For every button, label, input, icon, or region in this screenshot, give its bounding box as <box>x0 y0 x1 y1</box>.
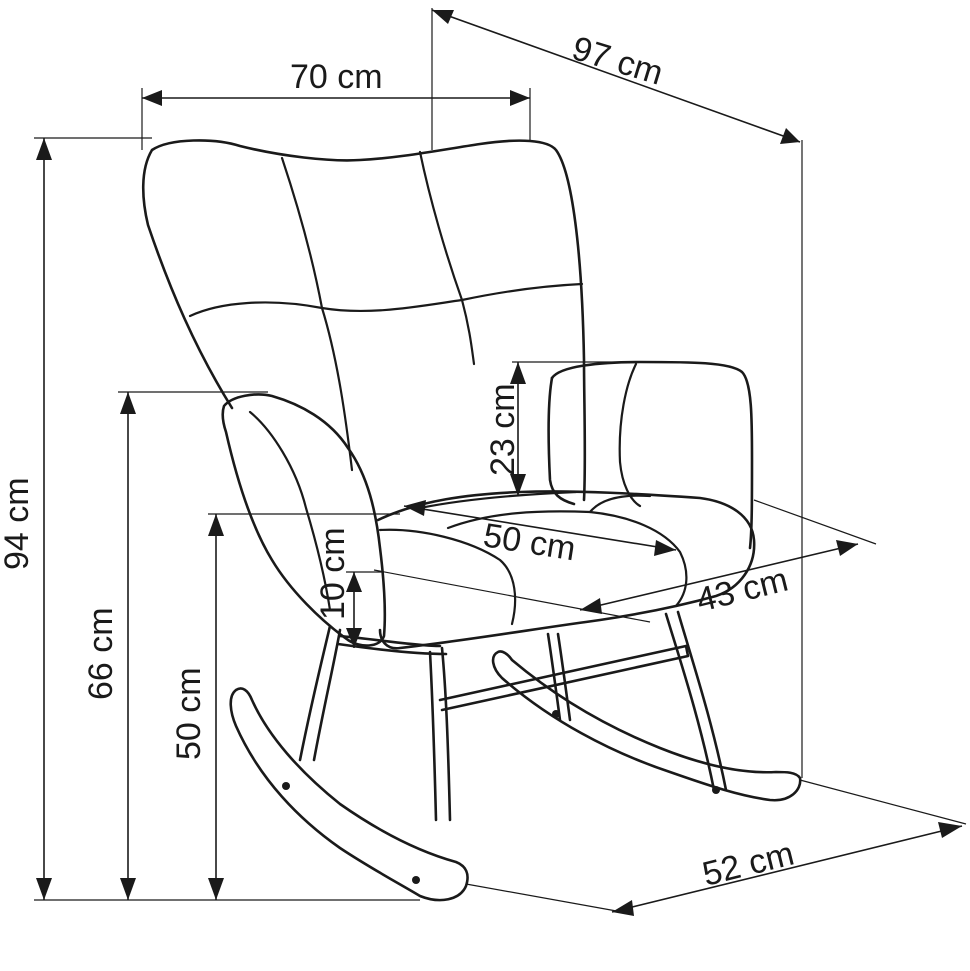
dim-width-arrow-left <box>142 90 162 106</box>
dim-seat-height-arrow-top <box>208 514 224 536</box>
rear-right-leg <box>664 610 728 792</box>
left-rocker-bolt-front <box>282 782 290 790</box>
dim-armrest-arrow-bottom <box>120 878 136 900</box>
dim-seat-width-arrow-right <box>654 540 676 556</box>
label-height: 94 cm <box>0 477 36 570</box>
label-armrest-cushion: 23 cm <box>484 383 522 476</box>
label-cushion-thickness: 10 cm <box>314 527 352 620</box>
dim-base-arrow-right <box>938 822 962 838</box>
label-base-width: 52 cm <box>699 834 798 893</box>
seat-cushion-outline <box>376 490 756 650</box>
dim-seat-depth <box>373 540 859 623</box>
dim-cushion-arrow-bottom <box>346 628 362 648</box>
dim-width <box>141 88 531 150</box>
dim-depth-arrow-right <box>780 128 800 144</box>
seat-back-seam <box>418 490 578 510</box>
right-rocker-bolt-front <box>552 710 560 718</box>
dim-armrest-height <box>118 391 268 900</box>
dim-armrest-arrow-top <box>120 392 136 414</box>
right-armrest-cushion <box>550 360 754 550</box>
label-armrest-height: 66 cm <box>82 607 120 700</box>
label-seat-height: 50 cm <box>170 667 208 760</box>
dim-seat-height-arrow-bottom <box>208 878 224 900</box>
dim-cushion-thickness <box>346 571 384 648</box>
label-seat-depth: 43 cm <box>693 560 792 619</box>
right-armrest-inner <box>547 376 576 506</box>
dim-width-arrow-right <box>510 90 530 106</box>
backrest-seam-v1 <box>280 156 354 472</box>
dim-seat-depth-arrow-right <box>836 540 858 556</box>
dim-depth-arrow-left <box>432 10 454 24</box>
backrest-outline <box>141 139 587 502</box>
dim-cushion-arrow-top <box>346 572 362 592</box>
dim-seat-height <box>208 513 400 900</box>
seat-front-seam-3 <box>588 494 652 514</box>
backrest-seam-v2 <box>418 150 476 366</box>
seat-front-seam-2 <box>446 510 688 608</box>
chair-drawing <box>141 139 802 902</box>
label-depth: 97 cm <box>568 29 668 92</box>
front-left-leg <box>298 624 342 762</box>
label-seat-width: 50 cm <box>481 516 578 568</box>
label-width: 70 cm <box>290 58 383 96</box>
dim-height-arrow-bottom <box>36 878 52 900</box>
cross-bar <box>438 644 690 712</box>
dim-armrest-cushion-arrow-top <box>510 362 526 384</box>
dim-seat-width <box>403 499 877 556</box>
dim-seat-depth-arrow-left <box>580 598 602 614</box>
right-armrest-seam <box>618 362 642 508</box>
dim-seat-width-arrow-left <box>404 500 426 516</box>
front-right-leg <box>546 632 572 722</box>
dim-depth <box>431 8 803 778</box>
dim-armrest-cushion-arrow-bottom <box>510 474 526 496</box>
dim-base-width <box>465 779 967 916</box>
dimension-lines <box>34 8 967 916</box>
dim-height-arrow-top <box>36 138 52 160</box>
right-rocker <box>491 650 802 802</box>
left-armrest-cushion <box>221 393 387 647</box>
left-rocker-bolt-rear <box>412 876 420 884</box>
left-rocker <box>229 687 469 902</box>
backrest-seam-h <box>188 282 584 318</box>
left-armrest-seam <box>248 410 332 612</box>
rear-left-leg <box>428 646 452 822</box>
seat-front-seam-1 <box>378 528 517 626</box>
dim-armrest-cushion <box>510 361 640 496</box>
dim-base-arrow-left <box>612 900 634 916</box>
dimension-labels: 70 cm 97 cm 94 cm 66 cm 50 cm 23 cm 50 c… <box>0 29 798 893</box>
dim-height <box>34 137 420 901</box>
right-rocker-bolt-rear <box>712 786 720 794</box>
